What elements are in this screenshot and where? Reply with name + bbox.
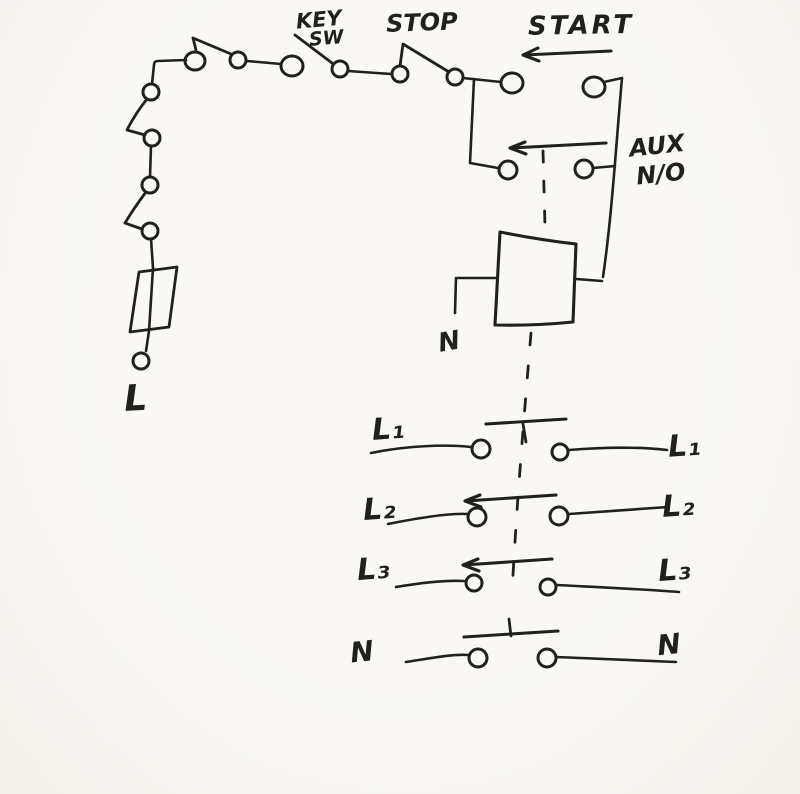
contact-label-right: L₂ [661, 488, 696, 525]
start-label: START [528, 10, 635, 42]
wire [591, 164, 617, 170]
terminal-circle [467, 647, 489, 669]
main-contact-row-l1: L₁ L₁ [369, 411, 702, 465]
key-switch-label-line1: KEY [295, 6, 345, 34]
start-button: START [461, 10, 635, 99]
terminal-circle [330, 59, 350, 79]
wire [144, 266, 155, 353]
terminal-circle [581, 75, 607, 99]
terminal-circle [140, 175, 160, 195]
switch-blade [123, 190, 148, 231]
contact-label-right: L₁ [667, 428, 702, 465]
supply-live-label: L [123, 378, 148, 420]
linkage-tick [521, 422, 528, 444]
coil-box [493, 230, 578, 327]
wire [245, 59, 283, 66]
key-switch: KEY SW [293, 6, 393, 79]
wire [567, 446, 669, 452]
wire [554, 655, 678, 664]
wire [386, 512, 469, 526]
wire [602, 76, 624, 84]
terminal-circle [141, 82, 161, 102]
switch-blade [398, 42, 451, 74]
terminal-circle [390, 64, 410, 84]
pushbutton-bar [522, 49, 613, 57]
terminal-circle [142, 128, 162, 148]
terminal-circle [279, 54, 305, 78]
wire [394, 579, 466, 589]
supply-dot [131, 351, 151, 371]
fuse-body [128, 265, 179, 334]
contact-label-right: N [656, 627, 683, 662]
contact-label-left: L₁ [371, 411, 406, 448]
wire [567, 505, 670, 516]
contact-bar [462, 557, 554, 567]
terminal-circle [464, 573, 484, 593]
wire [369, 444, 473, 455]
terminal-circle [228, 50, 248, 70]
terminal-circle [536, 647, 558, 669]
terminal-circle [499, 71, 525, 95]
terminal-circle [497, 159, 519, 181]
main-contact-row-l2: L₂ L₂ [362, 488, 696, 528]
wire [150, 58, 188, 86]
terminal-circle [140, 221, 160, 241]
stop-button: STOP [386, 7, 465, 87]
key-switch-label-line2: SW [308, 26, 345, 51]
wire [453, 276, 499, 315]
terminal-circle [466, 506, 488, 528]
aux-label-line1: AUX [626, 129, 688, 163]
terminal-circle [538, 577, 558, 597]
main-contacts: L₁ L₁ L₂ L₂ L₃ L₃ [349, 411, 702, 670]
terminal-circle [470, 438, 492, 460]
contact-bar [464, 493, 558, 503]
main-contact-row-l3: L₃ L₃ [356, 551, 692, 597]
terminal-circle [183, 50, 207, 72]
wire [461, 76, 503, 84]
terminal-circle [573, 158, 595, 180]
dashed-linkage-lower [510, 331, 533, 595]
terminal-circle [445, 67, 465, 87]
wire [149, 237, 155, 270]
aux-no-contact: AUX N/O [497, 129, 688, 190]
main-contact-row-n: N N [349, 627, 683, 669]
switch-blade [293, 33, 334, 65]
switch-blade [191, 36, 233, 56]
contact-label-left: N [349, 634, 376, 669]
stop-label: STOP [386, 7, 459, 37]
terminal-circle [548, 505, 570, 527]
wire [574, 277, 604, 283]
dashed-linkage-upper [541, 149, 547, 229]
switch-blade [125, 97, 149, 137]
wire [555, 583, 681, 594]
wire [346, 69, 393, 76]
arrowhead-icon [461, 557, 481, 573]
contact-bar [509, 141, 608, 150]
wire [148, 144, 153, 179]
contact-label-left: L₃ [356, 551, 391, 588]
fuse [128, 265, 179, 353]
branch-wiring [468, 76, 624, 279]
contact-label-right: L₃ [657, 552, 692, 589]
wire-left-branch [468, 77, 500, 170]
arrowhead-icon [521, 46, 541, 63]
contact-label-left: L₂ [362, 491, 397, 528]
actuator-linkage [507, 149, 547, 638]
coil-neutral-label: N [436, 325, 463, 358]
contactor-coil: N [436, 230, 604, 359]
arrowhead-icon [463, 493, 483, 509]
contact-bar [462, 629, 560, 639]
wire-right-branch [601, 76, 624, 279]
wire [404, 653, 470, 664]
contact-bar [484, 417, 568, 426]
terminal-circle [550, 442, 570, 462]
supply-switch-chain [123, 36, 305, 270]
arrowhead-icon [508, 140, 528, 156]
aux-label-line2: N/O [635, 157, 687, 190]
supply-terminal: L [123, 351, 151, 420]
